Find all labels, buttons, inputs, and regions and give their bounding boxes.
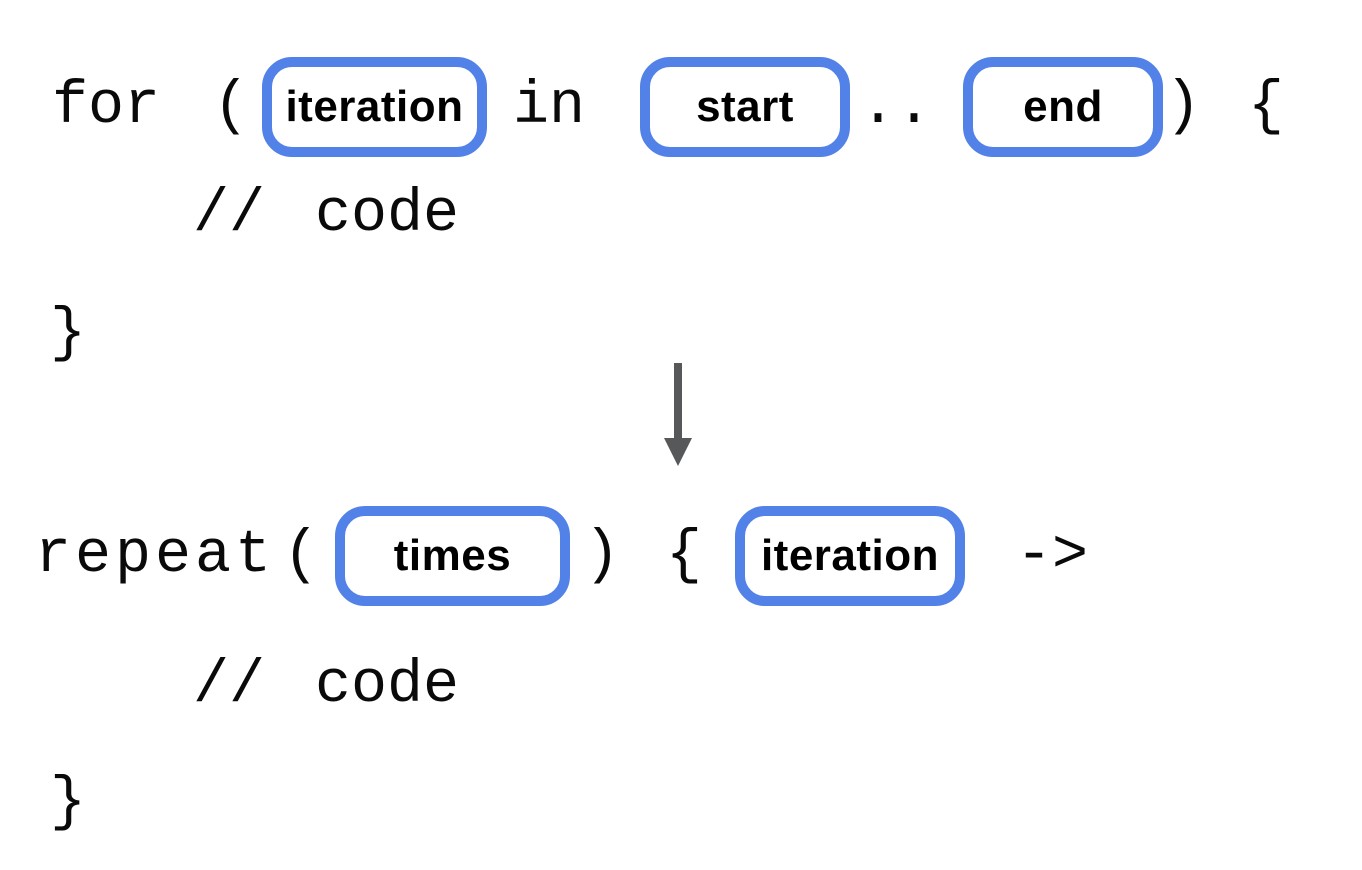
open-brace: { [1248, 73, 1285, 141]
start-placeholder-label: start [696, 82, 794, 131]
open-brace: { [666, 522, 703, 590]
down-arrow-head [664, 438, 692, 466]
iteration-placeholder-chip: iteration [262, 57, 487, 157]
down-arrow-shaft [674, 363, 682, 439]
times-placeholder-chip: times [335, 506, 570, 606]
in-keyword: in [513, 73, 586, 141]
iteration-placeholder-label: iteration [285, 82, 464, 131]
lambda-arrow-operator: -> [1016, 522, 1089, 590]
times-placeholder-label: times [393, 531, 512, 580]
comment-slashes: // [193, 181, 266, 249]
open-paren: ( [213, 73, 250, 141]
end-placeholder-chip: end [963, 57, 1163, 157]
iteration-placeholder-label: iteration [760, 531, 940, 580]
comment-slashes: // [193, 652, 266, 720]
close-paren: ) [584, 522, 621, 590]
open-paren: ( [283, 522, 320, 590]
close-paren: ) [1165, 73, 1202, 141]
range-operator: .. [860, 73, 933, 141]
for-keyword: for [52, 73, 161, 141]
close-brace: } [50, 769, 87, 837]
close-brace: } [50, 300, 87, 368]
repeat-keyword: repeat [35, 522, 276, 590]
comment-word: code [315, 652, 460, 720]
end-placeholder-label: end [1023, 82, 1103, 131]
start-placeholder-chip: start [640, 57, 850, 157]
iteration-placeholder-chip: iteration [735, 506, 965, 606]
comment-word: code [315, 181, 460, 249]
